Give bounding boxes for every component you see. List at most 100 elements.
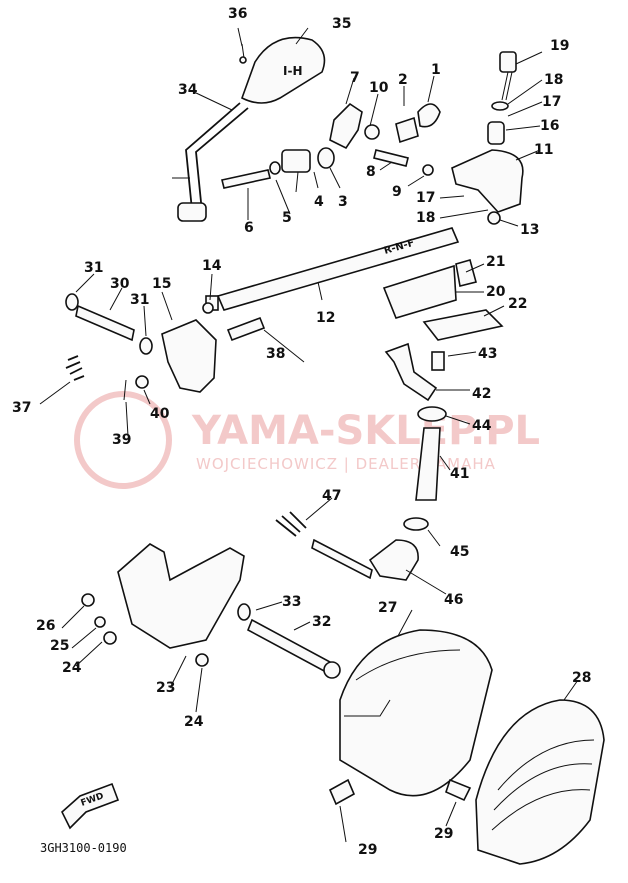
callout-47: 47: [322, 488, 341, 504]
washer-45: [403, 517, 429, 531]
callout-14: 14: [202, 258, 222, 274]
shift-lever: [185, 102, 249, 213]
washer-40: [135, 375, 149, 389]
bolt-32-head: [323, 661, 341, 679]
clip-31b: [139, 337, 153, 355]
knob-screw: [241, 43, 245, 59]
callout-27: 27: [378, 600, 397, 616]
callout-44: 44: [472, 418, 492, 434]
lever-boss: [177, 202, 207, 222]
pivot-pin: [395, 116, 419, 144]
left-pivot: [65, 293, 266, 401]
bolt-29b: [445, 778, 472, 802]
cotter-39: [123, 379, 127, 401]
callout-46: 46: [444, 592, 463, 608]
cover-28-fins: [491, 739, 595, 831]
shift-knob: [241, 36, 326, 104]
nut-24a: [103, 631, 117, 645]
shaft-30: [75, 304, 135, 342]
callout-33: 33: [282, 594, 301, 610]
callout-5: 5: [282, 210, 292, 226]
callout-3: 3: [338, 194, 348, 210]
washer-18: [491, 101, 509, 111]
bolt-6: [221, 169, 271, 189]
washer-25: [94, 616, 106, 628]
callout-24b: 24: [184, 714, 204, 730]
callout-20: 20: [486, 284, 506, 300]
bracket-20: [382, 264, 457, 319]
callout-29a: 29: [358, 842, 377, 858]
callout-15: 15: [152, 276, 171, 292]
callout-22: 22: [508, 296, 527, 312]
callout-9: 9: [392, 184, 402, 200]
screw-head: [239, 56, 247, 64]
bracket-group: [382, 259, 504, 531]
pad-22: [422, 309, 504, 341]
bushing: [281, 149, 311, 173]
callout-numbers: 1 2 3 4 5 6 7 8 9 10 11 12 13 14 15 16 1…: [12, 6, 591, 858]
callout-18a: 18: [544, 72, 563, 88]
pin-38: [226, 316, 266, 342]
bolt-19-shank: [501, 71, 513, 101]
callout-43: 43: [478, 346, 497, 362]
rod-46: [311, 538, 373, 580]
callout-28: 28: [572, 670, 591, 686]
arm-42: [384, 342, 438, 402]
shift-rod: R-N-F: [205, 227, 460, 311]
callout-38: 38: [266, 346, 285, 362]
callout-24a: 24: [62, 660, 82, 676]
nut-14: [202, 302, 214, 314]
callout-13: 13: [520, 222, 539, 238]
callout-42: 42: [472, 386, 491, 402]
upper-linkage: [221, 51, 524, 225]
bolt-19-head: [499, 51, 517, 73]
callout-26: 26: [36, 618, 55, 634]
callout-21: 21: [486, 254, 505, 270]
callout-11: 11: [534, 142, 553, 158]
nut-9: [422, 164, 434, 176]
callout-7: 7: [350, 70, 360, 86]
callout-34: 34: [178, 82, 198, 98]
collar: [364, 124, 380, 140]
lower-bracket: [81, 543, 341, 679]
spring-47: [275, 511, 307, 537]
callout-17b: 17: [416, 190, 435, 206]
callout-25: 25: [50, 638, 69, 654]
callout-6: 6: [244, 220, 254, 236]
callout-31b: 31: [130, 292, 149, 308]
bolt-26: [81, 593, 95, 607]
callout-18b: 18: [416, 210, 435, 226]
bolt-43: [431, 351, 445, 371]
callout-31a: 31: [84, 260, 103, 276]
bellcrank-11: [451, 149, 524, 213]
callout-16: 16: [540, 118, 559, 134]
callout-30: 30: [110, 276, 130, 292]
callout-2: 2: [398, 72, 408, 88]
bolt-29a: [328, 778, 356, 806]
callout-29b: 29: [434, 826, 453, 842]
pivot-bracket-15: [161, 319, 217, 393]
knob-mark: I-H: [283, 64, 303, 78]
callout-8: 8: [366, 164, 376, 180]
callout-17a: 17: [542, 94, 561, 110]
nut-24b: [195, 653, 209, 667]
watermark-logo-icon: [74, 391, 172, 489]
detent-lever: [417, 103, 441, 128]
collar-16: [487, 121, 505, 145]
callout-32: 32: [312, 614, 331, 630]
diagram-code: 3GH3100-0190: [40, 841, 127, 855]
nut-13: [487, 211, 501, 225]
bracket-23: [117, 543, 245, 649]
clip-31a: [65, 293, 79, 311]
lower-linkage: [275, 511, 419, 581]
shift-rod-bar: [216, 227, 460, 311]
bolt-21: [455, 259, 477, 287]
seal-44: [417, 406, 447, 422]
callout-19: 19: [550, 38, 569, 54]
callout-41: 41: [450, 466, 469, 482]
washer-3: [317, 147, 335, 169]
callout-37: 37: [12, 400, 31, 416]
callout-12: 12: [316, 310, 335, 326]
